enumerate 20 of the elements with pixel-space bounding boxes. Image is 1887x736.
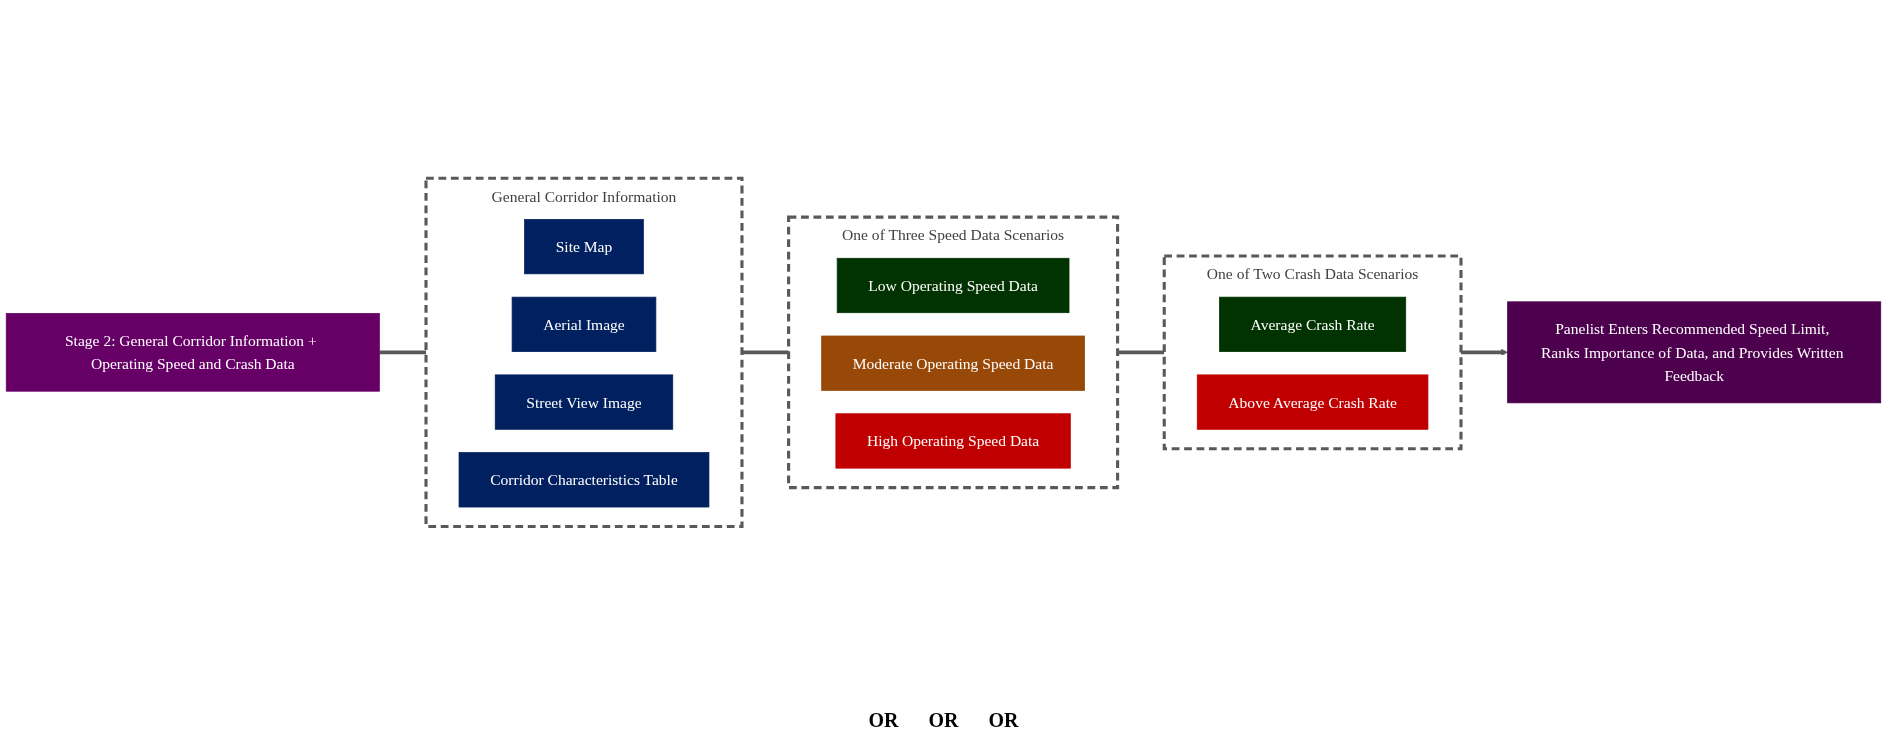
node-box [1507, 301, 1882, 404]
flowchart-drawing: One of Two Crash Data Scenarios Average Crash Rate Above Average Crash Rate One of Three Speed Data Scenarios Low Operating Speed Data Moderate Operating Speed Data High Operating Speed Data General Corridor Information Site Map Aerial Image Street View Image Corridor Characteristics Table Stage 2: General Corridor Information + Operating Speed and Crash Data Panelist Enters Recommended Speed Limit, Ranks Importance of Data, and Provides Written Feedback [0, 172, 1887, 533]
node-box [1219, 296, 1407, 353]
node-box [494, 374, 674, 430]
node-box [458, 452, 710, 508]
note-text: OR [868, 709, 899, 732]
node-box [524, 219, 644, 275]
node-box [511, 296, 657, 353]
node-box [5, 313, 380, 392]
cluster [787, 215, 1120, 490]
node-box [821, 335, 1085, 391]
node-box [835, 413, 1071, 469]
connector [379, 350, 426, 355]
node-box [836, 258, 1070, 314]
cluster [424, 176, 744, 529]
arrow [1461, 349, 1508, 356]
cluster [1162, 254, 1463, 451]
note-text: OR [988, 709, 1019, 732]
note-text: OR [928, 709, 959, 732]
node-box [1196, 374, 1429, 430]
